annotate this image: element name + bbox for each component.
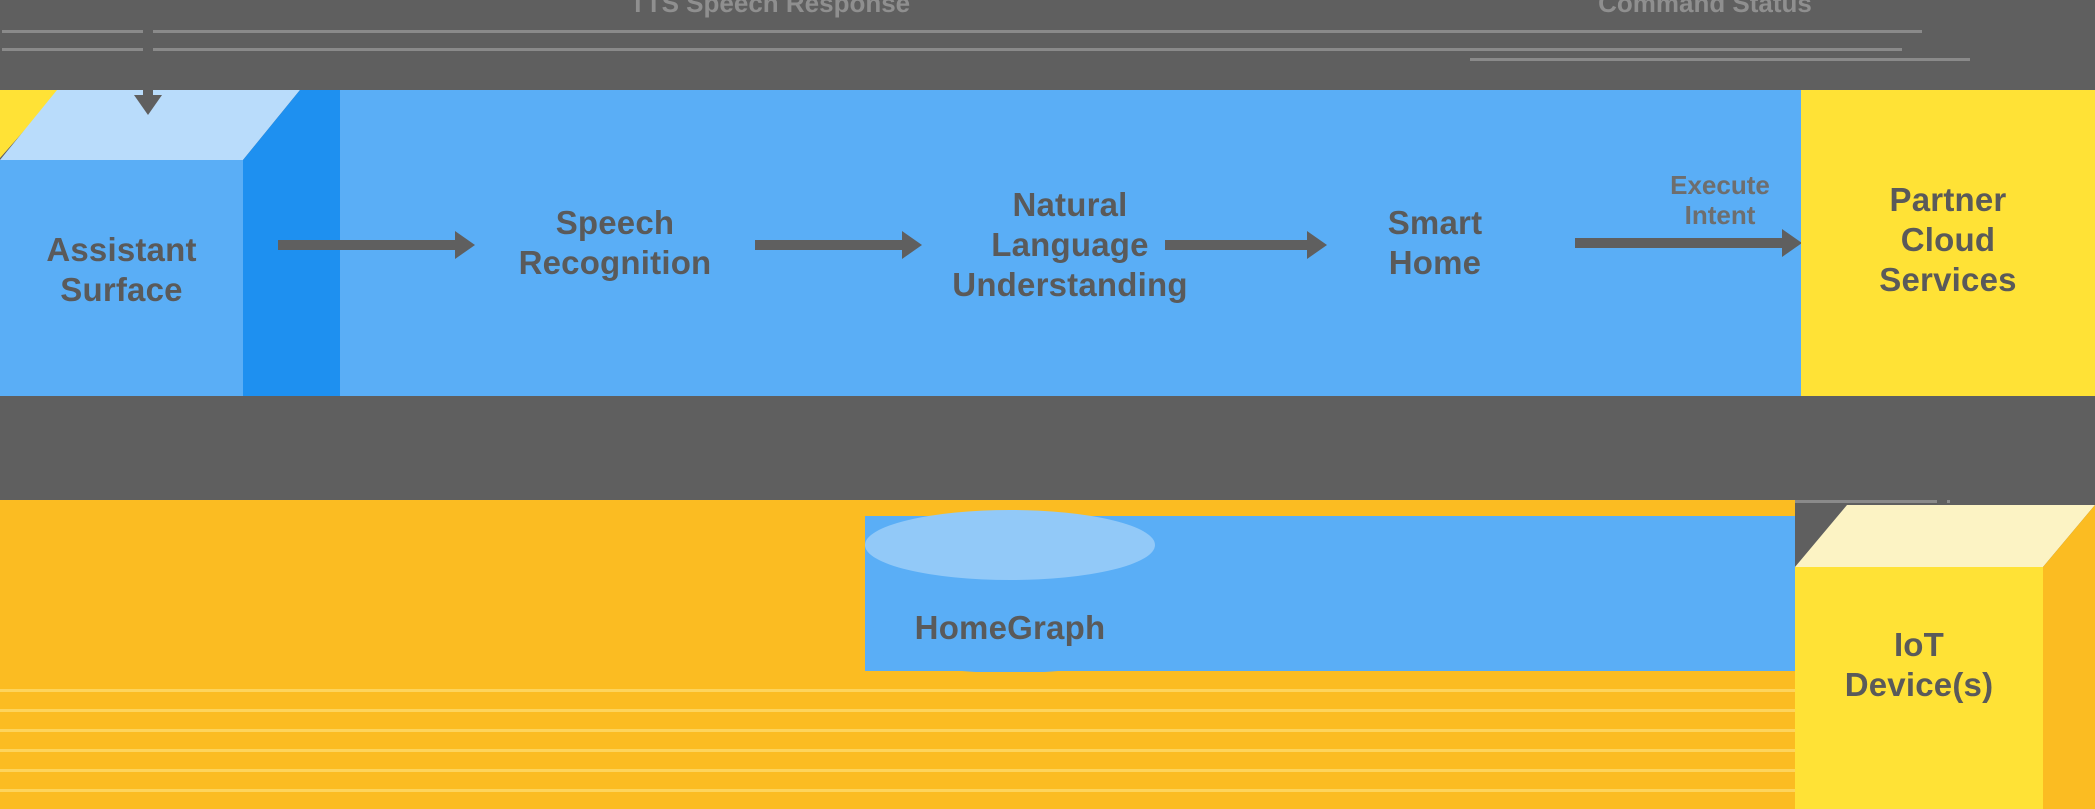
homegraph-cylinder-top bbox=[865, 510, 1155, 580]
partner-cloud-node[interactable]: Partner Cloud Services bbox=[1801, 90, 2095, 396]
arrow-nlu-to-smarthome bbox=[1165, 231, 1327, 259]
bottom-plane-striations bbox=[0, 672, 1795, 809]
partner-cloud-label: Partner Cloud Services bbox=[1879, 181, 2017, 298]
arrow-tts-into-assistant bbox=[134, 0, 162, 115]
return-path-line-partner bbox=[1470, 58, 1970, 61]
arrow-speech-to-nlu bbox=[755, 231, 922, 259]
return-path-line-top-2 bbox=[2, 48, 1902, 51]
arrow-smarthome-to-partner bbox=[1575, 229, 1802, 257]
return-path-line-top bbox=[2, 30, 1922, 33]
edge-label-command-status: Command Status bbox=[1598, 0, 1812, 18]
arrow-partner-to-iot bbox=[1928, 440, 1956, 527]
arrow-assistant-to-speech bbox=[278, 231, 475, 259]
edge-label-tts-speech-response: TTS Speech Response bbox=[629, 0, 911, 18]
homegraph-cylinder-bottom bbox=[865, 605, 1155, 673]
iot-devices-cube-front bbox=[1795, 567, 2043, 809]
homegraph-node[interactable]: HomeGraph bbox=[865, 510, 1155, 680]
assistant-surface-cube-front bbox=[0, 160, 243, 396]
homegraph-bus-line bbox=[940, 480, 1950, 486]
iot-devices-cube[interactable]: IoT Device(s) bbox=[1795, 505, 2095, 809]
pipeline-panel bbox=[353, 90, 1801, 396]
iot-devices-cube-top bbox=[1795, 505, 2095, 567]
edge-label-execute-intent: Execute Intent bbox=[1670, 170, 1770, 230]
